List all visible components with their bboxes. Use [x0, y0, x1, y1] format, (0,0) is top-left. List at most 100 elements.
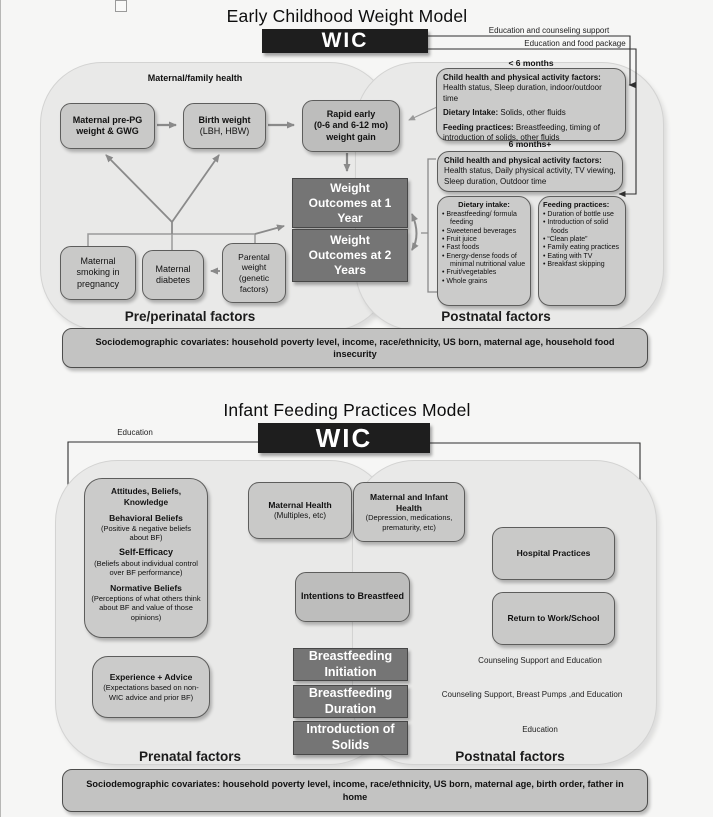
box-line: weight [241, 262, 267, 273]
list-item: Introduction of solid foods [543, 219, 621, 236]
box-over6-feeding-practices: Feeding practices: Duration of bottle us… [538, 196, 626, 306]
list-item: Family eating practices [543, 244, 621, 252]
bold-lead: Maternal and Infant Health [370, 492, 448, 513]
box-line: weight & GWG [76, 126, 139, 136]
box-line: Year [337, 210, 363, 225]
wic-box-feeding-model: WIC [258, 423, 430, 453]
covariates-text: Sociodemographic covariates: household p… [86, 779, 624, 802]
label-education-left: Education [117, 428, 153, 437]
bold-lead: Experience + Advice [109, 671, 193, 682]
list-item: Fast foods [442, 244, 526, 252]
box-rapid-early-weight-gain: Rapid early (0-6 and 6-12 mo) weight gai… [302, 100, 400, 152]
wic-label: WIC [321, 29, 369, 52]
box-maternal-smoking: Maternal smoking in pregnancy [60, 246, 136, 300]
list-item: Fruit juice [442, 236, 526, 244]
covariates-bar-feeding-model: Sociodemographic covariates: household p… [62, 769, 648, 812]
bold-lead: Dietary Intake: [443, 108, 499, 118]
under6-row-feeding: Feeding practices: Breastfeeding, timing… [443, 123, 619, 144]
label-education-right: Education [522, 725, 558, 734]
row-text: Health status, Daily physical activity, … [444, 166, 616, 186]
box-label: Hospital Practices [516, 548, 591, 559]
box-line: Years [333, 263, 367, 277]
list-item: Sweetened beverages [442, 228, 526, 236]
box-return-to-work-school: Return to Work/School [492, 592, 615, 645]
box-label: Introduction of Solids [306, 722, 395, 752]
box-line: (0-6 and 6-12 mo) [313, 120, 389, 131]
scan-edge-artifact [0, 0, 1, 817]
row-text: Health status, Sleep duration, indoor/ou… [443, 83, 602, 103]
box-birth-weight: Birth weight (LBH, HBW) [183, 103, 266, 149]
box-breastfeeding-initiation: Breastfeeding Initiation [293, 648, 408, 681]
list-item: Eating with TV [543, 253, 621, 261]
label-counseling-support-education: Counseling Support and Education [478, 656, 602, 665]
group-text: (Perceptions of what others think about … [91, 593, 201, 622]
group-self-efficacy: Self-Efficacy (Beliefs about individual … [91, 547, 201, 577]
bold-lead: Normative Beliefs [110, 582, 182, 593]
under6-row-child-health: Child health and physical activity facto… [443, 73, 619, 104]
label-maternal-family-health: Maternal/family health [147, 73, 243, 83]
bold-lead: Behavioral Beliefs [109, 512, 183, 523]
box-experience-advice: Experience + Advice (Expectations based … [92, 656, 210, 718]
dietary-list: Breastfeeding/ formula feeding Sweetened… [442, 211, 526, 287]
box-label: Breastfeeding Duration [308, 685, 393, 716]
list-item: “Clean plate” [543, 236, 621, 244]
box-label: Breastfeeding Initiation [308, 648, 393, 679]
label-prenatal-factors: Prenatal factors [138, 749, 242, 764]
box-maternal-infant-health: Maternal and Infant Health (Depression, … [353, 482, 465, 542]
box-line: Maternal pre-PG [72, 114, 143, 125]
list-item: Energy-dense foods of minimal nutritiona… [442, 253, 526, 270]
box-line: Maternal [80, 256, 116, 267]
covariates-bar-weight-model: Sociodemographic covariates: household p… [62, 328, 648, 368]
row-text: Solids, other fluids [500, 108, 566, 118]
group-text: (Positive & negative beliefs about BF) [100, 523, 192, 542]
box-intentions-to-breastfeed: Intentions to Breastfeed [295, 572, 410, 622]
box-line: diabetes [155, 275, 191, 285]
box-label: Return to Work/School [507, 613, 600, 624]
label-counseling-pumps-education: Counseling Support, Breast Pumps ,and Ed… [441, 690, 623, 699]
label-education-food-package: Education and food package [524, 39, 626, 48]
list-item: Whole grains [442, 278, 526, 286]
box-line: (LBH, HBW) [199, 126, 250, 136]
row-text: Breastfeeding, timing of introduction of… [443, 122, 600, 142]
bold-lead: Dietary intake: [458, 200, 510, 209]
group-normative-beliefs: Normative Beliefs (Perceptions of what o… [91, 583, 201, 622]
box-line: Weight [330, 180, 370, 195]
bold-lead: Maternal Health [268, 500, 332, 511]
box-attitudes-beliefs-knowledge: Attitudes, Beliefs, Knowledge Behavioral… [84, 478, 208, 638]
bold-lead: Feeding practices: [543, 200, 610, 209]
stray-checkbox-artifact [115, 0, 127, 12]
box-weight-outcomes-2yr: Weight Outcomes at 2 Years [292, 229, 408, 282]
box-line: Maternal [155, 263, 191, 274]
box-line: factors) [239, 283, 269, 294]
label-6-months-plus: 6 months+ [508, 139, 552, 149]
feeding-model-title: Infant Feeding Practices Model [223, 400, 471, 420]
box-line: Rapid early [326, 109, 376, 120]
box-line: Outcomes at 1 [308, 195, 392, 210]
box-line: Birth weight [198, 114, 251, 125]
box-line: pregnancy [76, 278, 120, 289]
list-item: Fruit/vegetables [442, 269, 526, 277]
box-under6-factors: Child health and physical activity facto… [436, 68, 626, 144]
group-behavioral-beliefs: Behavioral Beliefs (Positive & negative … [91, 513, 201, 543]
box-over6-dietary-intake: Dietary intake: Breastfeeding/ formula f… [437, 196, 531, 306]
label-postnatal-factors-top: Postnatal factors [441, 309, 551, 324]
box-label: Intentions to Breastfeed [300, 591, 404, 602]
label-education-counseling-support: Education and counseling support [488, 26, 610, 35]
list-item: Breastfeeding/ formula feeding [442, 211, 526, 228]
group-text: (Expectations based on non-WIC advice an… [103, 682, 199, 702]
feeding-list: Duration of bottle use Introduction of s… [543, 211, 621, 270]
group-text: (Depression, medications, prematurity, e… [365, 513, 453, 532]
attitudes-header: Attitudes, Beliefs, Knowledge [110, 486, 182, 507]
box-over6-child-health: Child health and physical activity facto… [437, 151, 623, 192]
label-under-6-months: < 6 months [508, 58, 554, 68]
label-preperinatal-factors: Pre/perinatal factors [124, 309, 256, 324]
box-line: Outcomes at 2 [308, 248, 392, 262]
box-hospital-practices: Hospital Practices [492, 527, 615, 580]
bold-lead: Self-Efficacy [118, 547, 174, 558]
box-maternal-health: Maternal Health (Multiples, etc) [248, 482, 352, 539]
box-breastfeeding-duration: Breastfeeding Duration [293, 685, 408, 718]
under6-row-dietary: Dietary Intake: Solids, other fluids [443, 108, 619, 118]
weight-model-title: Early Childhood Weight Model [226, 6, 468, 26]
group-text: (Multiples, etc) [273, 510, 326, 520]
